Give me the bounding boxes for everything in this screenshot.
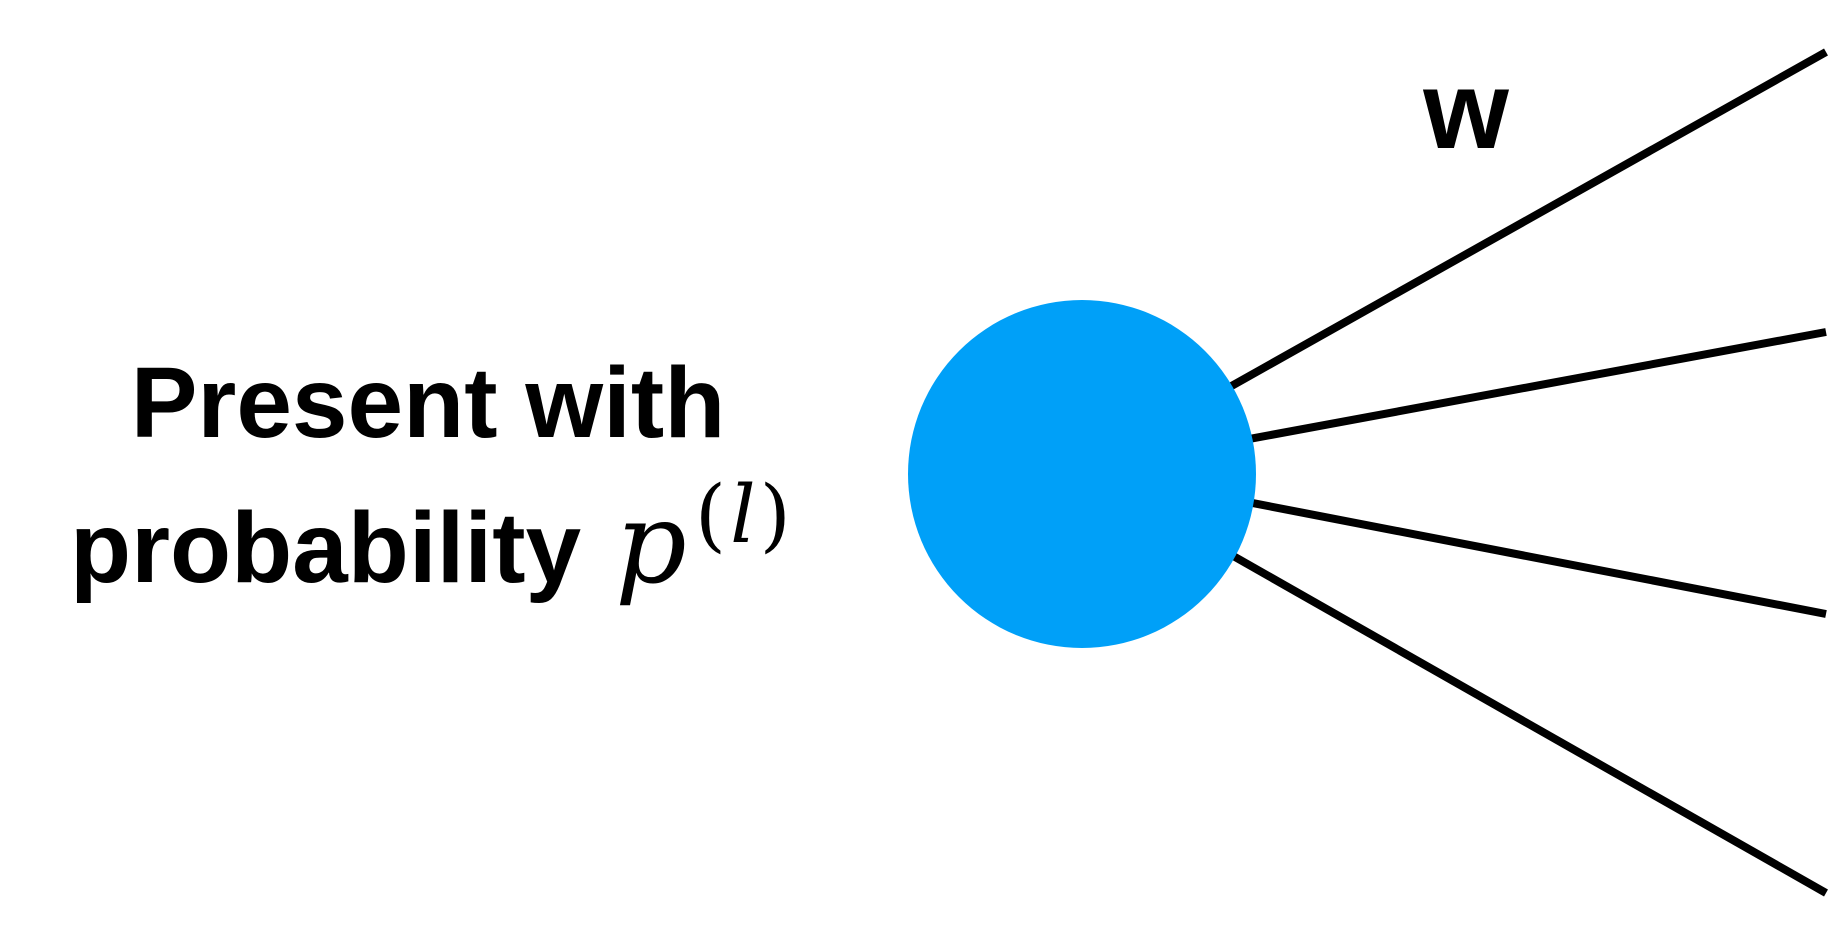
neuron	[908, 300, 1256, 648]
caption-probability-word: probability	[70, 492, 582, 604]
superscript-close-paren: )	[760, 468, 791, 561]
weights-label: w	[1422, 49, 1509, 172]
caption-line-1: Present with	[131, 347, 726, 459]
probability-symbol: p	[615, 479, 687, 609]
superscript-open-paren: (	[695, 468, 726, 561]
caption: Present with probability p ( l )	[70, 347, 791, 609]
caption-line-2: probability p ( l )	[70, 468, 791, 609]
superscript-layer-index: l	[730, 468, 756, 561]
